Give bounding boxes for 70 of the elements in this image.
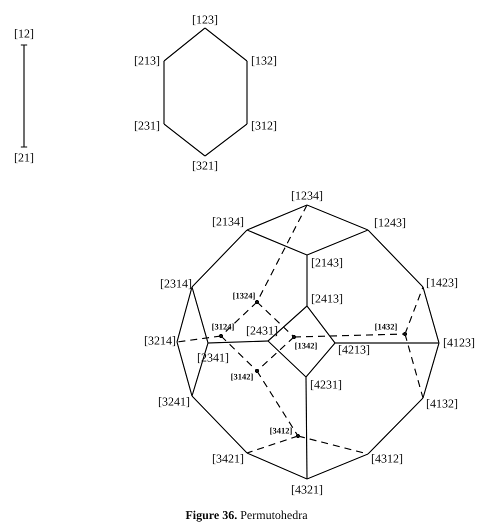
edge-line — [246, 61, 248, 124]
vertex-label: [3214] — [144, 334, 176, 348]
dashed-edge — [246, 434, 300, 454]
vertex-label: [1234] — [291, 190, 323, 202]
vertex-label: [213] — [134, 54, 160, 68]
vertex-label: [2413] — [311, 292, 343, 306]
vertex-label: [1324] — [232, 292, 256, 300]
edge-line — [192, 396, 248, 454]
edge-line — [208, 340, 268, 344]
edge-line — [176, 342, 193, 396]
vertex-label: [3124] — [212, 322, 234, 332]
edge-line — [191, 342, 209, 396]
edge-line — [164, 124, 206, 156]
dashed-edge — [219, 334, 259, 373]
vertex-label: [3421] — [212, 452, 244, 466]
edge-line — [268, 340, 306, 378]
edge-line — [306, 342, 336, 378]
vertex-label: [12] — [14, 28, 34, 40]
edge-line — [306, 306, 336, 344]
vertex-label: [4312] — [371, 452, 403, 466]
vertex-label: [231] — [134, 120, 160, 132]
edge-line — [163, 61, 165, 124]
vertex-label: [3142] — [230, 372, 254, 382]
vertex-label: [3412] — [270, 426, 292, 436]
dashed-edge — [255, 300, 296, 339]
edge-line — [306, 204, 368, 231]
edge-line — [306, 453, 368, 480]
vertex-label: [2431] — [246, 324, 278, 338]
edge-line — [306, 229, 368, 256]
edge-line — [204, 124, 248, 156]
vertex-label: [2314] — [160, 278, 192, 290]
edge-line — [246, 229, 308, 256]
vertex-label: [3241] — [158, 396, 190, 408]
edge-line — [176, 286, 193, 342]
vertex-label: [2134] — [212, 216, 244, 228]
dashed-edge — [296, 434, 368, 455]
edge-line — [306, 255, 308, 306]
dashed-edge — [255, 335, 296, 373]
vertex-label: [21] — [14, 152, 34, 164]
edge-line — [368, 398, 424, 454]
vertex-label: [2143] — [311, 256, 343, 270]
figure-caption: Figure 36. Permutohedra — [184, 508, 309, 523]
edge-line — [246, 452, 308, 480]
vertex-label: [123] — [192, 14, 218, 26]
edge-line — [422, 342, 440, 398]
edge-line — [368, 230, 424, 288]
vertex-label: [312] — [251, 120, 277, 132]
dashed-edge — [403, 332, 424, 398]
vertex-label: [1243] — [374, 216, 406, 230]
vertex-label: [1342] — [294, 342, 318, 350]
edge-line — [192, 230, 248, 288]
vertex-label: [321] — [192, 160, 218, 172]
edge-line — [204, 28, 248, 62]
vertex-label: [4123] — [443, 336, 475, 350]
vertex-label: [132] — [251, 54, 277, 68]
dashed-edge — [403, 286, 424, 336]
edge-line — [20, 44, 28, 148]
edge-line — [191, 286, 209, 344]
vertex-label: [4231] — [310, 378, 342, 392]
edge-line — [164, 28, 206, 62]
vertex-label: [4132] — [426, 398, 458, 410]
vertex-label: [1432] — [374, 322, 398, 332]
edge-line — [422, 286, 440, 344]
edge-line — [268, 306, 308, 342]
vertex-label: [4213] — [338, 344, 370, 356]
edge-line — [246, 204, 308, 231]
vertex-label: [4321] — [291, 484, 323, 496]
vertex-label: [1423] — [426, 276, 458, 290]
edge-line — [305, 377, 308, 479]
edge-line — [335, 342, 439, 344]
